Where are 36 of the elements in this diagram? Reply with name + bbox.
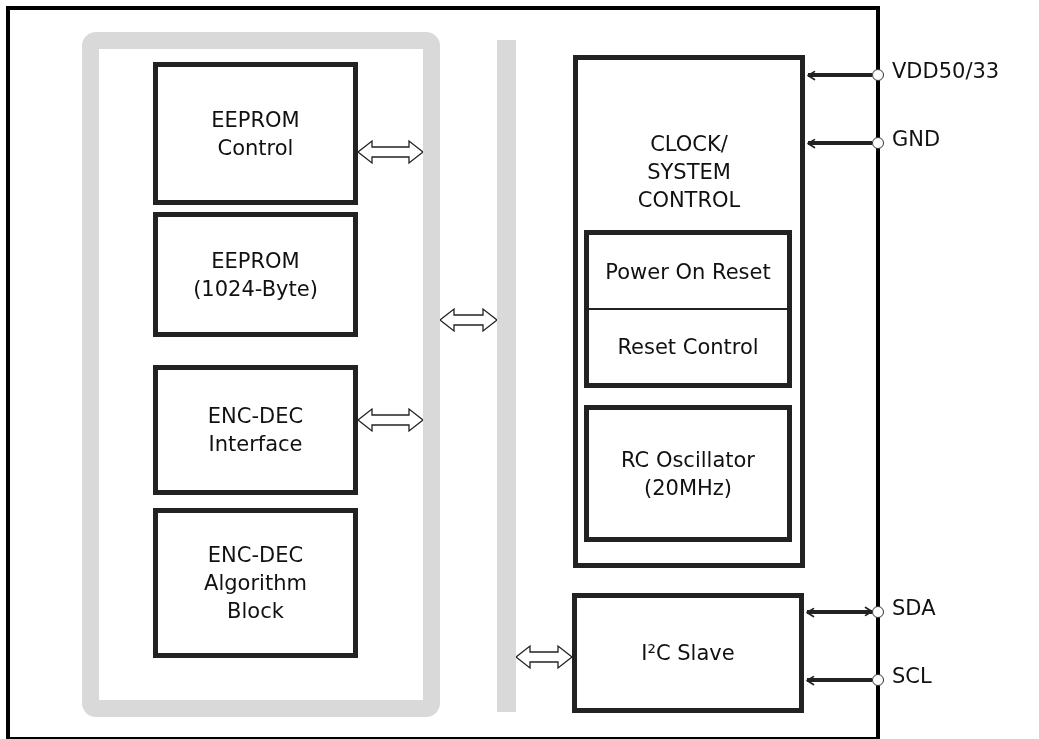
bus-arrow: [356, 407, 425, 433]
function-block: [153, 212, 358, 337]
function-block: [153, 508, 358, 658]
pin-label: VDD50/33: [892, 58, 1000, 85]
bus-arrow: [356, 139, 425, 165]
signal-arrow: [806, 606, 873, 618]
pin-circle: [872, 674, 884, 686]
pin-circle: [872, 69, 884, 81]
block-label: CLOCK/ SYSTEM CONTROL: [636, 131, 742, 214]
block-label: RC Oscillator (20MHz): [620, 446, 756, 502]
function-block: [584, 405, 792, 542]
bus-arrow: [514, 644, 574, 670]
chip-outline: [6, 6, 880, 739]
block-label: EEPROM Control: [210, 106, 301, 162]
module-panel: [82, 32, 440, 717]
block-label: ENC-DEC Interface: [206, 403, 305, 458]
bus-bar: [497, 40, 516, 712]
block-label: ENC-DEC Algorithm Block: [203, 542, 308, 625]
block-label: Reset Control: [589, 308, 787, 383]
function-block: [153, 62, 358, 205]
signal-arrow: [807, 139, 872, 149]
pin-label: GND: [892, 126, 941, 153]
block-label: I²C Slave: [640, 640, 736, 667]
function-block: [572, 593, 804, 713]
bus-arrow: [438, 307, 499, 333]
reset-block: [584, 230, 792, 388]
pin-circle: [872, 137, 884, 149]
function-block: [573, 55, 805, 568]
pin-label: SCL: [892, 663, 932, 690]
pin-circle: [872, 606, 884, 618]
function-block: [153, 365, 358, 495]
pin-label: SDA: [892, 595, 936, 622]
signal-arrow: [807, 71, 872, 81]
block-label: EEPROM (1024-Byte): [192, 247, 319, 303]
block-label: Power On Reset: [604, 258, 772, 286]
signal-arrow: [806, 676, 872, 686]
